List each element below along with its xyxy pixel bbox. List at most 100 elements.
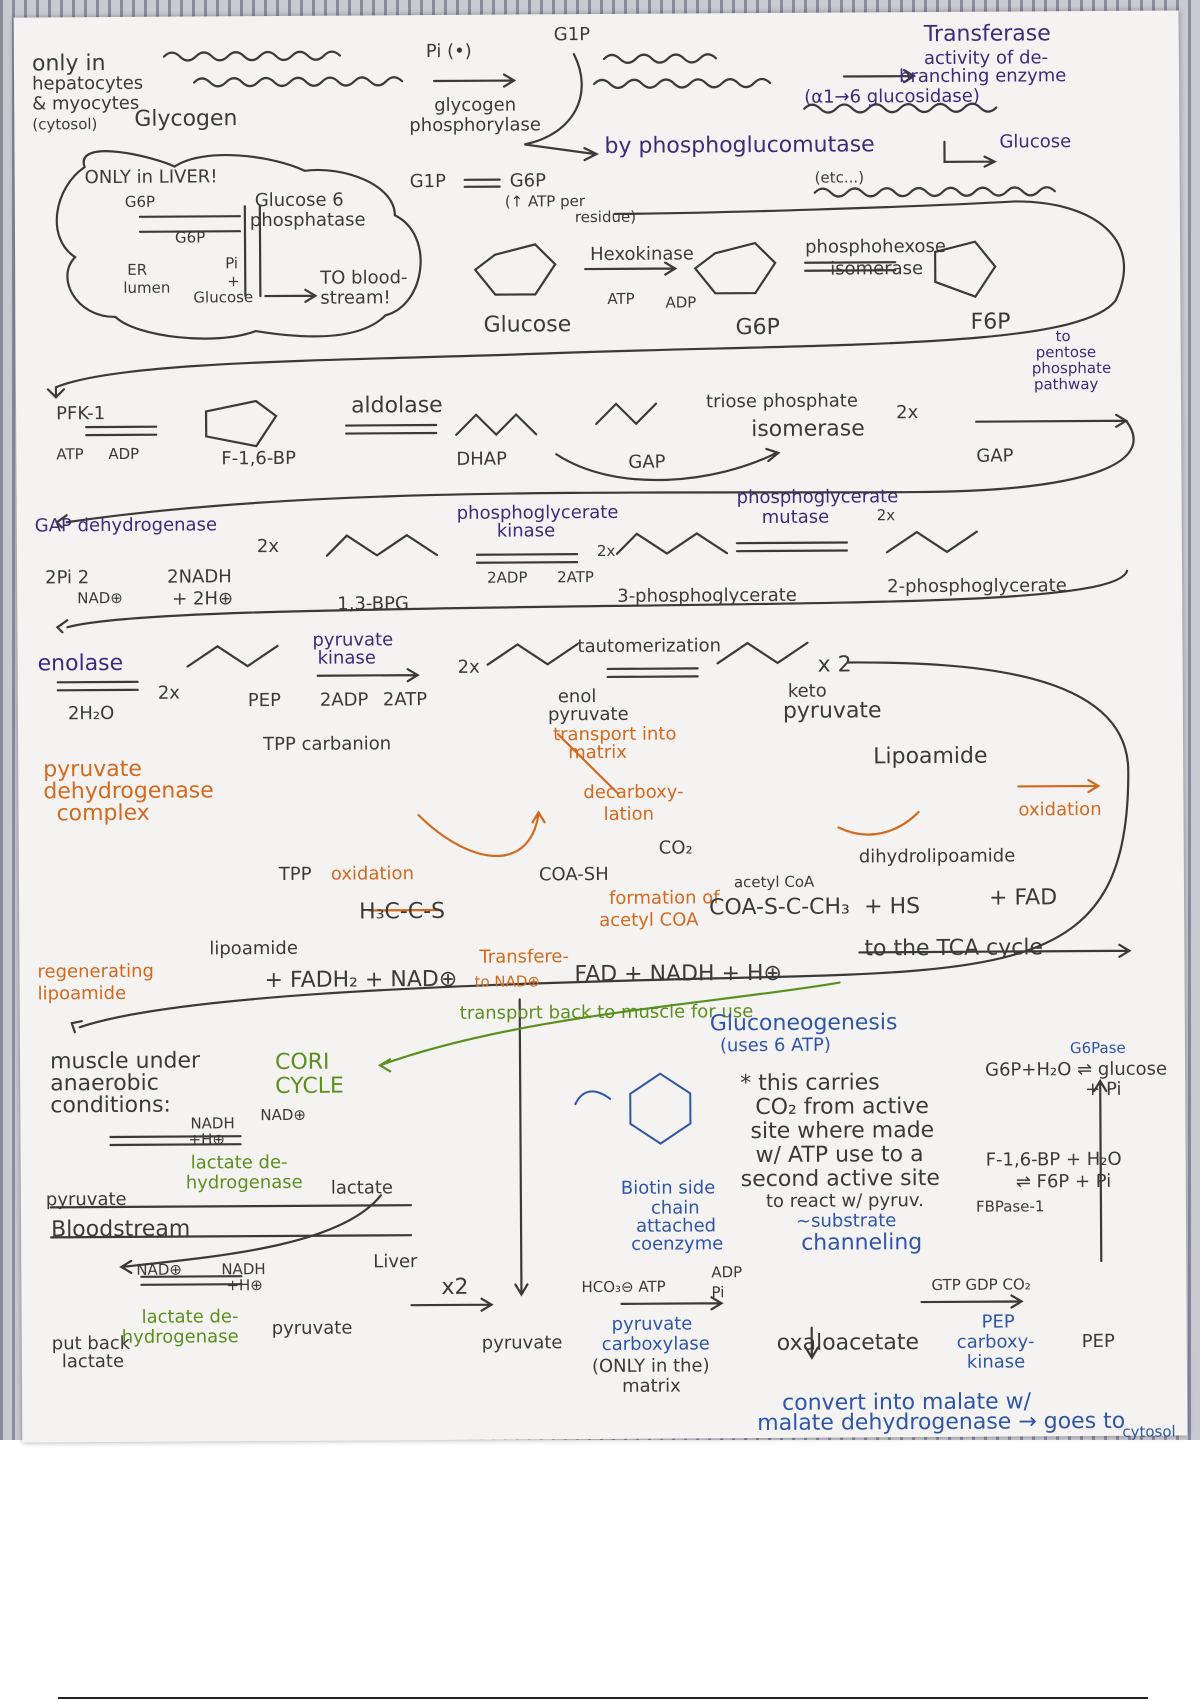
tca-label: to the TCA cycle [864, 935, 1044, 962]
gng-reagents: HCO₃⊖ ATP [581, 1277, 666, 1297]
pk-atp: 2ATP [382, 689, 428, 711]
oxidation-label-2: oxidation [330, 863, 415, 885]
oxidation-label: oxidation [1018, 798, 1102, 821]
regen-label: regenerating [37, 960, 154, 983]
glycogen-chain-6 [813, 186, 1056, 198]
thioester-label: H₃C-C-S [359, 898, 446, 925]
cori-lactate: lactate [330, 1177, 394, 1199]
g6p-eq-label: G6P+H₂O ⇌ glucose [985, 1058, 1168, 1081]
orange-arrow-3 [837, 810, 920, 836]
gng-title-2: (uses 6 ATP) [719, 1034, 831, 1057]
arrow-g1p-g6p [463, 178, 501, 188]
gng-note-7: ~substrate [795, 1210, 897, 1232]
decarb-label-2: lation [603, 803, 655, 825]
arrow-tpi [555, 447, 781, 482]
enol-label-2: pyruvate [547, 703, 629, 726]
ppp-label-3: phosphate [1031, 358, 1112, 378]
arrow-aldolase [345, 423, 438, 435]
gng-note-5: second active site [740, 1165, 940, 1193]
atp-note-2: residue) [574, 207, 637, 227]
pep-label: PEP [247, 689, 281, 712]
fad-nadh-label: FAD + NADH + H⊕ [574, 960, 783, 988]
note-myocytes: & myocytes [32, 92, 140, 115]
formation-label: formation of [608, 887, 720, 909]
cori-label-2: CYCLE [275, 1073, 345, 1099]
arrow-pfk [85, 425, 158, 437]
orange-arrow-1 [417, 810, 546, 858]
bpg-label: 1,3-BPG [337, 593, 409, 615]
pfk-atp: ATP [56, 445, 84, 464]
g6pase-label: G6Pase [1069, 1038, 1126, 1058]
hand-drawn-arrows [46, 50, 1135, 1360]
atp-label: ATP [607, 289, 635, 308]
arrow-cori [119, 1194, 382, 1274]
fbp-eq-label-2: ⇌ F6P + Pi [1015, 1170, 1112, 1193]
pfk-adp: ADP [108, 444, 140, 464]
f16bp-ring [204, 399, 278, 448]
fbpase-label: FBPase-1 [975, 1197, 1045, 1216]
ppp-label: to [1055, 327, 1071, 346]
keto-x2: x 2 [817, 652, 852, 678]
row4-times2: 2x [157, 682, 180, 704]
arrow-malate [804, 1326, 819, 1360]
gapdh-nadh: 2NADH [167, 566, 232, 588]
page-bottom-rule [58, 1697, 1148, 1699]
glucose-label: Glucose [483, 312, 572, 338]
coa-label: COA-SH [538, 863, 609, 886]
glucose-ring [473, 243, 557, 296]
pgk-atp: 2ATP [557, 568, 595, 587]
pfk-label: PFK-1 [56, 403, 106, 425]
gng-title: Gluconeogenesis [709, 1010, 898, 1037]
keto-skeleton [716, 641, 809, 665]
g6p-eq-label-2: + Pi [1085, 1078, 1122, 1101]
acetyl-formula: COA-S-C-CH₃ [709, 894, 850, 921]
aldolase-label: aldolase [350, 392, 443, 419]
gng-pyruvate: pyruvate [481, 1332, 563, 1354]
pepck-reagents: GTP GDP CO₂ [931, 1275, 1031, 1294]
cori-nad-2: NAD⊕ [136, 1260, 182, 1279]
ldh-label: lactate de- [190, 1151, 288, 1174]
pgm-label-2: mutase [761, 506, 830, 529]
pdh-title-3: complex [56, 800, 150, 827]
arrow-up-gng [1093, 1078, 1108, 1263]
pepck-label-2: carboxy- [956, 1331, 1035, 1353]
row3-times2: 2x [256, 535, 280, 558]
tpi-label-2: isomerase [751, 416, 865, 443]
transfer-label-2: to NAD⊕ [474, 972, 541, 991]
g6p-label-top: G6P [509, 170, 546, 192]
arrow-down-gng [514, 998, 529, 1297]
liver-g6p: G6P [124, 192, 156, 211]
oaa-label: oxaloacetate [776, 1330, 920, 1356]
gng-note-8: channeling [801, 1230, 923, 1256]
pc-label-2: carboxylase [601, 1333, 710, 1356]
enol-skeleton [486, 643, 579, 666]
pgm-2x: 2x [876, 506, 896, 525]
glycogen-chain-3 [592, 77, 772, 89]
phosphorylase-label: glycogen [434, 94, 517, 117]
putback-label-2: lactate [61, 1350, 125, 1373]
g1p-label: G1P [409, 170, 446, 193]
swoosh-line-3 [55, 569, 1129, 634]
fad-label: + FAD [988, 885, 1058, 911]
pgk-adp: 2ADP [487, 568, 528, 587]
adp-label: ADP [665, 293, 697, 312]
g6p-label: G6P [735, 314, 780, 341]
cori-nad: NAD⊕ [260, 1105, 307, 1125]
cori-nadh-2: NADH [221, 1260, 266, 1279]
gapdh-reagents: 2Pi 2 [45, 567, 90, 589]
phosphorylase-label-2: phosphorylase [409, 114, 541, 137]
liver-cloud [55, 150, 422, 340]
pk-label-2: kinase [317, 647, 376, 669]
free-glucose-label: Glucose [999, 131, 1072, 153]
pg2-label: 2-phosphoglycerate [887, 575, 1067, 598]
atp-note: (↑ ATP per [504, 192, 586, 211]
pgm-label: phosphoglycerate [736, 486, 899, 509]
pgk-label-2: kinase [496, 520, 556, 542]
arrow-g1p-loop [524, 53, 599, 162]
swoosh-line-4 [70, 661, 1130, 1034]
pepck-label: PEP [981, 1311, 1015, 1333]
arrow-row2-end [975, 413, 1129, 428]
phi-label-2: isomerase [830, 258, 924, 280]
biotin-label: Biotin side [620, 1177, 716, 1199]
liver-lumen: lumen [123, 278, 171, 297]
